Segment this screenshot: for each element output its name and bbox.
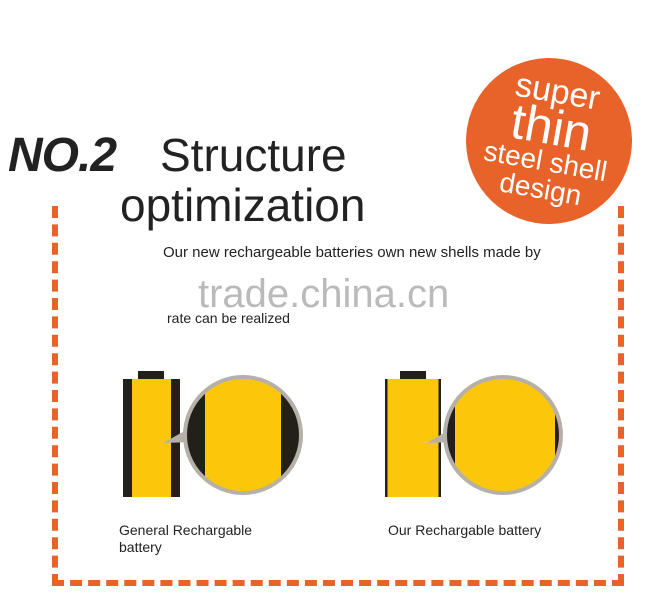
battery-body: [123, 379, 180, 497]
battery-cap: [400, 371, 426, 380]
battery-diagrams: [123, 371, 563, 497]
heading-title-line1: Structure: [160, 129, 347, 181]
battery-body: [385, 379, 441, 497]
description-line2: rate can be realized: [167, 310, 290, 326]
watermark: trade.china.cn: [198, 272, 450, 316]
dashed-frame: [52, 206, 624, 586]
our-battery-label: Our Rechargable battery: [388, 522, 542, 538]
battery-wall: [385, 379, 388, 497]
magnifier-circle: [443, 375, 563, 495]
battery-wall: [123, 379, 132, 497]
general-battery-diagram: [123, 371, 303, 497]
our-battery-diagram: [385, 371, 563, 497]
description-line1: Our new rechargeable batteries own new s…: [163, 244, 541, 261]
heading-title-line2: optimization: [120, 179, 366, 231]
magnifier-circle: [183, 375, 303, 495]
general-battery-label: General Rechargable battery: [119, 522, 253, 555]
battery-cap: [138, 371, 164, 380]
heading-number: NO.2: [8, 129, 117, 182]
